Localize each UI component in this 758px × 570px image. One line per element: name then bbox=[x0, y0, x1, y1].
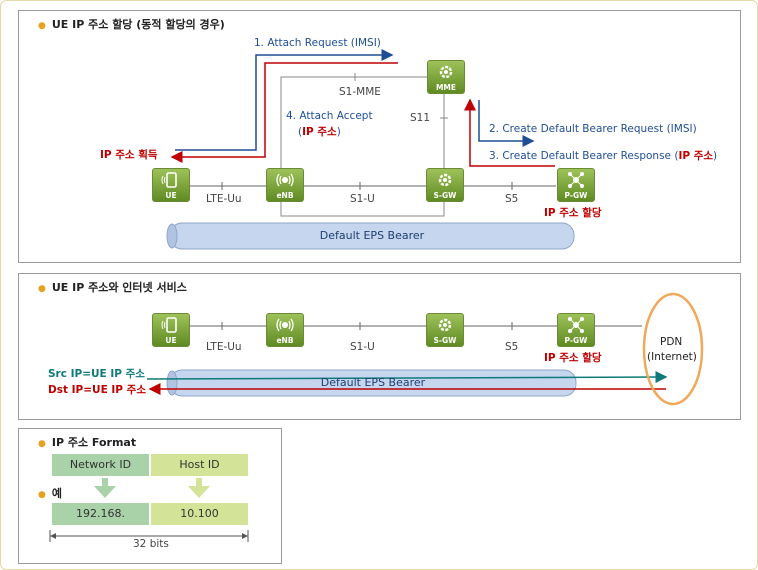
msg2-label: 2. Create Default Bearer Request (IMSI) bbox=[489, 123, 697, 135]
host-id-cell: Host ID bbox=[151, 454, 248, 476]
gateway-gear-icon bbox=[438, 318, 452, 332]
ue-label: UE bbox=[165, 191, 177, 200]
network-id-cell: Network ID bbox=[52, 454, 149, 476]
bullet-icon: ● bbox=[38, 21, 46, 31]
pgw-node: P-GW bbox=[557, 168, 595, 202]
bullet-icon: ● bbox=[38, 284, 46, 294]
ip-assign-label: IP 주소 할당 bbox=[544, 207, 602, 219]
bullet-icon: ● bbox=[38, 439, 46, 449]
s5-label: S5 bbox=[505, 193, 519, 205]
s1-u-label: S1-U bbox=[350, 193, 375, 205]
panel-ip-allocation-title: ● UE IP 주소 할당 (동적 할당의 경우) bbox=[38, 16, 225, 32]
src-ip-label: Src IP=UE IP 주소 bbox=[48, 368, 145, 380]
example-host-cell: 10.100 bbox=[151, 503, 248, 525]
p2-pgw-node: P-GW bbox=[557, 313, 595, 347]
panel-internet-service-title: ●UE IP 주소와 인터넷 서비스 bbox=[38, 281, 187, 294]
panel-ip-format-title: ●IP 주소 Format bbox=[38, 436, 137, 449]
pgw-label: P-GW bbox=[564, 191, 588, 200]
pdn-label: PDN bbox=[660, 336, 683, 348]
p2-bearer-label: Default EPS Bearer bbox=[320, 376, 426, 389]
antenna-icon bbox=[276, 173, 294, 187]
bearer-label: Default EPS Bearer bbox=[319, 229, 425, 242]
ip-acquired-label: IP 주소 획득 bbox=[100, 149, 158, 161]
ue-node: UE bbox=[152, 168, 190, 202]
antenna-icon bbox=[276, 318, 294, 332]
p2-s5-label: S5 bbox=[505, 341, 519, 353]
mme-label: MME bbox=[435, 83, 457, 92]
gateway-gear-icon bbox=[438, 173, 452, 187]
enb-label: eNB bbox=[276, 191, 294, 200]
example-network-cell: 192.168. bbox=[52, 503, 149, 525]
enb-node: eNB bbox=[266, 168, 304, 202]
pdn-internet-label: (Internet) bbox=[647, 351, 697, 363]
bits-label: 32 bits bbox=[133, 538, 169, 550]
gear-icon bbox=[439, 65, 453, 79]
p2-lte-uu-label: LTE-Uu bbox=[206, 341, 242, 353]
dst-ip-label: Dst IP=UE IP 주소 bbox=[48, 384, 146, 396]
msg2-arrow bbox=[478, 100, 535, 147]
msg4-ip-label: (IP 주소) bbox=[298, 126, 341, 138]
bullet-icon: ● bbox=[38, 490, 46, 500]
p2-sgw-node: S-GW bbox=[426, 313, 464, 347]
msg3-arrow bbox=[464, 98, 555, 167]
panel-ip-format bbox=[18, 428, 282, 564]
phone-icon bbox=[161, 172, 177, 188]
mme-node: MME bbox=[427, 60, 465, 94]
s11-label: S11 bbox=[410, 112, 431, 124]
msg1-label: 1. Attach Request (IMSI) bbox=[254, 37, 381, 49]
p2-s1-u-label: S1-U bbox=[350, 341, 375, 353]
example-label: ●예 bbox=[38, 487, 62, 500]
msg4-label: 4. Attach Accept bbox=[286, 110, 373, 122]
panel-internet-service bbox=[18, 273, 741, 420]
msg1-arrow bbox=[175, 49, 394, 151]
p2-ue-node: UE bbox=[152, 313, 190, 347]
panel-title-text: UE IP 주소 할당 (동적 할당의 경우) bbox=[51, 18, 225, 31]
s1-mme-label: S1-MME bbox=[339, 86, 381, 98]
msg3-label: 3. Create Default Bearer Response (IP 주소… bbox=[489, 150, 718, 162]
lte-uu-label: LTE-Uu bbox=[206, 193, 242, 205]
p2-ip-assign-label: IP 주소 할당 bbox=[544, 352, 602, 364]
network-icon bbox=[568, 317, 584, 333]
sgw-label: S-GW bbox=[433, 191, 457, 200]
p2-enb-node: eNB bbox=[266, 313, 304, 347]
phone-icon bbox=[161, 317, 177, 333]
sgw-node: S-GW bbox=[426, 168, 464, 202]
msg4-arrow bbox=[170, 62, 398, 163]
network-icon bbox=[568, 172, 584, 188]
panel-ip-allocation bbox=[18, 10, 741, 263]
